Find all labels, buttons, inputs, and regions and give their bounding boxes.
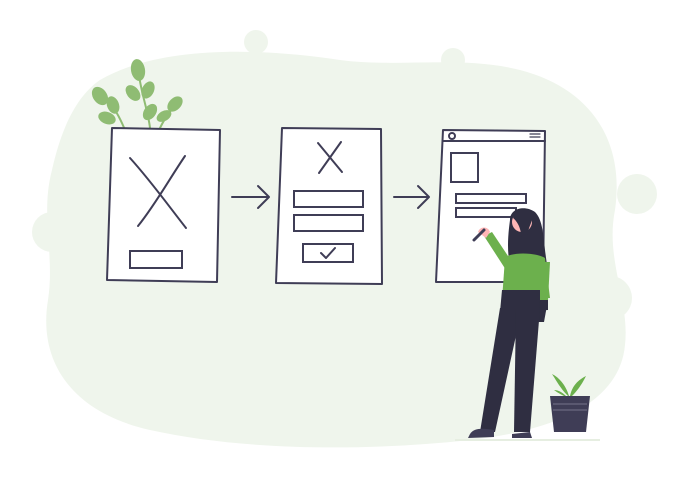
checkmark-icon: [320, 247, 336, 259]
menu-icon: [529, 133, 541, 138]
arrow-right-icon: [231, 185, 270, 209]
leafy-branch-icon: [91, 59, 183, 131]
wireframe-button: [129, 250, 183, 269]
image-placeholder: [450, 152, 479, 183]
stage-wireframe-sketch: [106, 127, 221, 283]
decor-circle: [244, 30, 268, 54]
decor-circle: [32, 212, 72, 252]
form-input-field: [293, 214, 364, 232]
form-input-field: [293, 190, 364, 208]
form-submit-button: [302, 243, 354, 263]
browser-input-field: [455, 207, 517, 218]
decor-circle: [441, 48, 465, 72]
potted-plant-icon: [550, 374, 590, 432]
person-figure: [468, 208, 550, 438]
decor-circle: [581, 240, 605, 264]
browser-dot: [448, 132, 456, 140]
arrow-right-icon: [393, 185, 430, 209]
x-mark-icon: [317, 141, 343, 174]
decor-circle: [617, 174, 657, 214]
decor-circle: [588, 276, 632, 320]
browser-input-field: [455, 193, 527, 204]
x-mark-icon: [129, 155, 187, 229]
stage-form-mockup: [275, 127, 383, 285]
wireframe-frame: [106, 127, 221, 283]
